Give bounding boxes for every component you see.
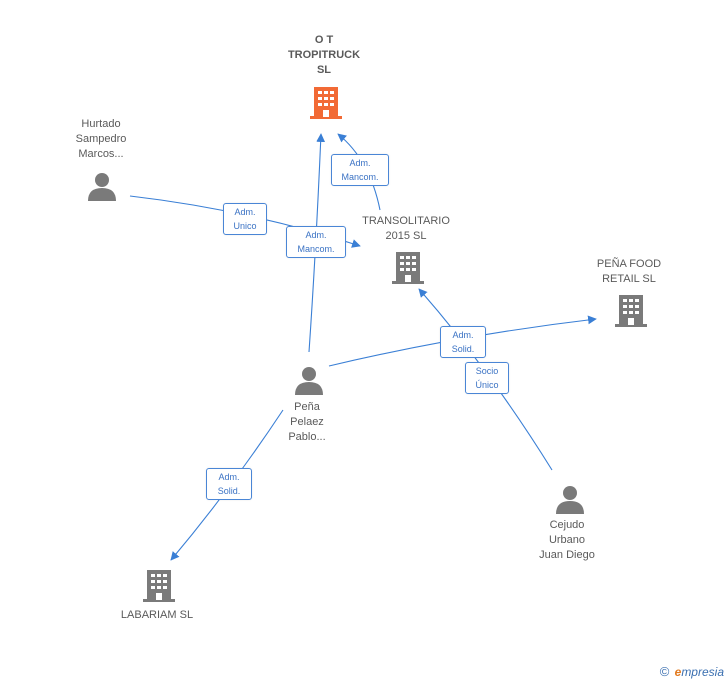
ot-tropitruck-label-line1: O T	[314, 34, 334, 46]
transolitario-building-icon[interactable]	[392, 250, 424, 284]
edge-label-line1: Socio	[475, 366, 499, 376]
transolitario-label-line2: 2015 SL	[385, 230, 427, 242]
edge-label-line2: Mancom.	[341, 172, 379, 182]
brand-name: mpresia	[681, 665, 724, 679]
ot-tropitruck-label[interactable]: O T TROPITRUCK SL	[264, 33, 384, 78]
pena-pelaez-person-icon[interactable]	[293, 365, 325, 395]
labariam-building-icon[interactable]	[143, 568, 175, 602]
labariam-label-line1: LABARIAM SL	[120, 609, 194, 621]
hurtado-label[interactable]: Hurtado Sampedro Marcos...	[41, 117, 161, 162]
pena-pelaez-label-line2: Pelaez	[290, 416, 324, 428]
pena-food-building-icon[interactable]	[615, 293, 647, 327]
edge-label-line2: Mancom.	[297, 244, 335, 254]
empresia-watermark[interactable]: © empresia	[660, 664, 724, 679]
edge-label-adm-unico[interactable]: Adm. Unico	[223, 203, 267, 235]
pena-pelaez-label[interactable]: Peña Pelaez Pablo...	[247, 400, 367, 445]
cejudo-label[interactable]: Cejudo Urbano Juan Diego	[507, 518, 627, 563]
transolitario-label-line1: TRANSOLITARIO	[362, 215, 450, 227]
ot-tropitruck-label-line2: TROPITRUCK	[287, 49, 361, 61]
edge-label-line1: Adm.	[452, 330, 474, 340]
pena-food-label-line2: RETAIL SL	[602, 273, 656, 285]
pena-pelaez-label-line1: Peña	[294, 401, 320, 413]
cejudo-label-line2: Urbano	[548, 534, 586, 546]
cejudo-label-line3: Juan Diego	[539, 549, 595, 561]
copyright-symbol: ©	[659, 664, 670, 679]
transolitario-label[interactable]: TRANSOLITARIO 2015 SL	[346, 214, 466, 244]
edge-label-line2: Solid.	[451, 344, 475, 354]
pena-food-label[interactable]: PEÑA FOOD RETAIL SL	[569, 257, 689, 287]
edge-label-line1: Adm.	[234, 207, 256, 217]
ot-tropitruck-label-line3: SL	[316, 64, 332, 76]
edge-label-line1: Adm.	[349, 158, 371, 168]
hurtado-label-line1: Hurtado	[81, 118, 121, 130]
edge-label-line1: Adm.	[218, 472, 240, 482]
brand-e-logo: e	[674, 665, 682, 679]
edge-label-socio-unico[interactable]: Socio Único	[465, 362, 509, 394]
pena-food-label-line1: PEÑA FOOD	[596, 258, 662, 270]
hurtado-person-icon[interactable]	[86, 171, 118, 201]
pena-pelaez-label-line3: Pablo...	[288, 431, 326, 443]
cejudo-label-line1: Cejudo	[549, 519, 585, 531]
edge-label-adm-mancom-mid[interactable]: Adm. Mancom.	[286, 226, 346, 258]
edge-label-adm-mancom-top[interactable]: Adm. Mancom.	[331, 154, 389, 186]
hurtado-label-line2: Sampedro	[75, 133, 127, 145]
edge-label-line2: Solid.	[217, 486, 241, 496]
edge-label-adm-solid-right[interactable]: Adm. Solid.	[440, 326, 486, 358]
edge-label-adm-solid-left[interactable]: Adm. Solid.	[206, 468, 252, 500]
ot-tropitruck-building-icon[interactable]	[310, 85, 342, 119]
edge-label-line2: Unico	[233, 221, 257, 231]
edge-label-line2: Único	[475, 380, 499, 390]
cejudo-person-icon[interactable]	[554, 484, 586, 514]
edge-label-line1: Adm.	[305, 230, 327, 240]
labariam-label[interactable]: LABARIAM SL	[97, 608, 217, 623]
hurtado-label-line3: Marcos...	[78, 148, 124, 160]
